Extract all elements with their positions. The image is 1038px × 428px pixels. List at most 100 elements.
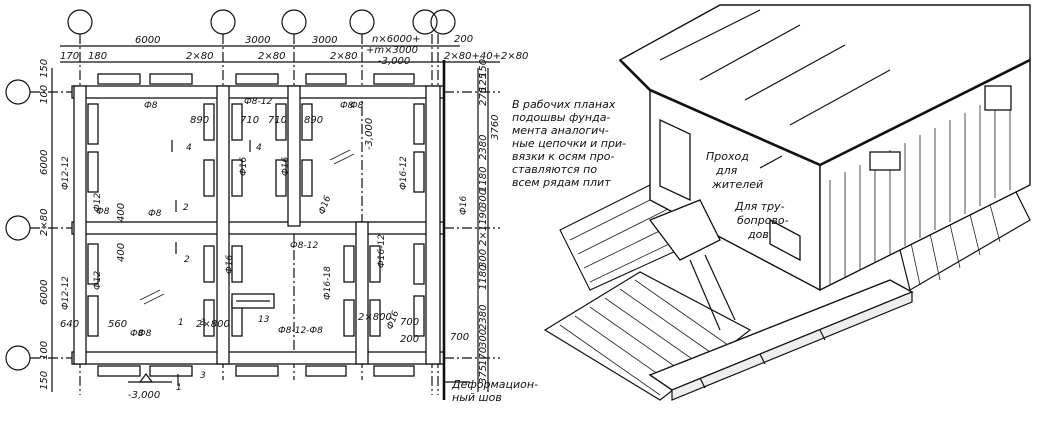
level-mark: -3,000: [128, 390, 160, 401]
dim-right-150: 150: [478, 59, 489, 78]
label-pipes: Для тру- бопрово- дов: [734, 200, 789, 241]
dim-2x80-b: 2×80: [258, 51, 285, 62]
utility-pit: [648, 199, 736, 331]
section-mark: 4: [256, 143, 262, 153]
rebar-label: Ф12-12: [61, 276, 71, 310]
dim-400-a: 400: [116, 203, 127, 222]
pipe-line: бопрово-: [737, 214, 789, 227]
building-wall: [649, 58, 1031, 292]
pipe-line: дов: [747, 228, 769, 241]
dim-700-b: 700: [450, 332, 469, 343]
rebar-label: Ф16-12: [399, 156, 409, 190]
dim-890-b: 890: [304, 115, 323, 126]
dim-level-top: -3,000: [378, 56, 410, 67]
note-line: ные цепочки и при-: [512, 137, 626, 150]
rebar-label: Ф16: [239, 157, 249, 176]
dim-200-inner: 200: [400, 334, 419, 345]
dim-2x800-a: 2×800: [196, 319, 230, 330]
foundation-walls: [71, 60, 446, 400]
dim-right-125: 125: [478, 73, 489, 92]
dim-700-a: 700: [400, 317, 419, 328]
dim-right-300-b: 300: [478, 249, 489, 268]
section-mark: 1: [178, 318, 184, 328]
rebar-label: Ф8: [340, 101, 354, 111]
pipe-line: Для тру-: [734, 200, 785, 213]
section-mark: 1: [176, 383, 182, 393]
dim-2x80-c: 2×80: [330, 51, 357, 62]
section-mark: 3: [200, 318, 206, 328]
dim-left-100-b: 100: [39, 341, 50, 360]
rebar-label: Ф8: [130, 329, 144, 339]
note-line: В рабочих планах: [512, 98, 616, 111]
rebar-label: Ф8: [350, 101, 364, 111]
dim-right-2x1190: 2×1190: [478, 206, 489, 246]
rebar-label: Ф16-18: [323, 266, 333, 300]
slab-hatching: [139, 149, 355, 305]
dim-right-300-c: 300: [478, 329, 489, 348]
dim-right-275: 275: [478, 87, 489, 106]
section-mark: 4: [186, 143, 192, 153]
axis-bubbles-top: [67, 9, 456, 395]
isometric-view: В рабочих планах подошвы фунда- мента ан…: [512, 4, 1031, 401]
rebar-label: Ф12-12: [61, 156, 71, 190]
rebar-label: Ф8-12: [290, 241, 318, 251]
dim-3000-b: 3000: [312, 35, 337, 46]
dim-m3000: +m×3000: [366, 45, 418, 56]
dim-right-375: 375: [478, 365, 489, 384]
passage-line: жителей: [711, 178, 763, 191]
rebar-label: Ф16: [459, 196, 469, 215]
joint-label-line2: ный шов: [452, 391, 502, 404]
rebar-label: Ф16-12: [377, 234, 387, 268]
dim-890-a: 890: [190, 115, 209, 126]
joint-label-line1: Деформацион-: [451, 378, 538, 391]
level-mark: -3,000: [364, 118, 375, 150]
dim-left-2x80: 2×80: [39, 209, 50, 236]
section-mark: 13: [258, 315, 270, 325]
dim-170: 170: [60, 51, 79, 62]
foundation-plan: 6000 3000 3000 n×6000+ +m×3000 -3,000 20…: [5, 9, 538, 404]
dim-right-2380-b: 2380: [478, 305, 489, 330]
dim-n6000: n×6000+: [372, 34, 421, 45]
dim-2x800-b: 2×800: [358, 312, 392, 323]
passage-line: для: [715, 164, 738, 177]
rebar-label: Ф16: [225, 255, 235, 274]
dim-right-1180-a: 1180: [478, 167, 489, 192]
dim-180: 180: [88, 51, 107, 62]
dim-3000-a: 3000: [245, 35, 270, 46]
section-mark: 3: [200, 371, 206, 381]
note-line: мента аналогич-: [512, 124, 609, 137]
dim-left-150: 150: [39, 59, 50, 78]
dim-right-2380: 2380: [478, 135, 489, 160]
rebar-label: Ф8-12: [244, 97, 272, 107]
dim-710-a: 710: [240, 115, 259, 126]
dim-6000: 6000: [135, 35, 160, 46]
dim-640: 640: [60, 319, 79, 330]
rebar-label: Ф12: [93, 271, 103, 290]
label-passage: Проход для жителей: [706, 150, 783, 191]
right-dimension-line: 150 125 275 2380 3760 1180 300 2×1190 30…: [477, 59, 501, 392]
rebar-label: Ф8: [96, 207, 110, 217]
dim-560: 560: [108, 319, 127, 330]
top-dimension-line: 6000 3000 3000 n×6000+ +m×3000 -3,000 20…: [60, 34, 528, 67]
footing-strip: [648, 279, 914, 401]
deformation-joint-label: Деформацион- ный шов: [444, 378, 538, 404]
dim-right-170: 170: [478, 347, 489, 366]
section-marks: 4 4 2 2 3 3 1 1 13: [171, 140, 270, 393]
passage-line: Проход: [706, 150, 749, 163]
section-mark: 2: [183, 203, 189, 213]
dim-left-6000-b: 6000: [39, 280, 50, 305]
dim-right-1180-b: 1180: [478, 265, 489, 290]
note-line: подошвы фунда-: [512, 111, 610, 124]
dim-right-300-a: 300: [478, 189, 489, 208]
dim-2x80-a: 2×80: [186, 51, 213, 62]
note-line: всем рядам плит: [512, 176, 611, 189]
dim-left-100: 100: [39, 85, 50, 104]
left-dimension-line: 150 100 6000 2×80 6000 100 150: [39, 59, 53, 392]
dim-right-3760: 3760: [490, 115, 501, 140]
dim-left-6000-a: 6000: [39, 150, 50, 175]
dim-710-b: 710: [268, 115, 287, 126]
inner-dimensions: 890 710 710 890 400 400 640 560 2×800 2×…: [60, 115, 469, 345]
dim-400-b: 400: [116, 243, 127, 262]
level-marks: -3,000 -3,000: [128, 118, 375, 401]
